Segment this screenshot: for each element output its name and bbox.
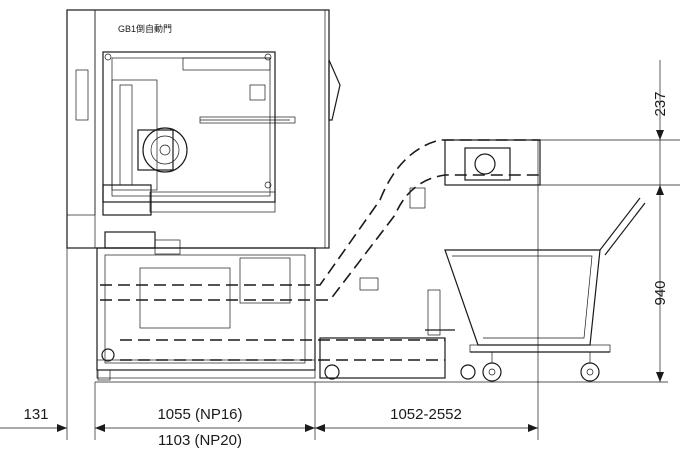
chip-cart — [444, 197, 646, 382]
dim-base-np16: 1055 (NP16) — [157, 406, 242, 423]
dim-conveyor-span: 1052-2552 — [390, 406, 462, 423]
vertical-dimensions — [445, 60, 680, 382]
machine-label: GB1倒自動門 — [118, 23, 172, 34]
dim-base-np20: 1103 (NP20) — [158, 432, 242, 449]
machine-base — [96, 231, 340, 381]
horizontal-dimensions — [0, 140, 539, 440]
internal-frame — [102, 51, 296, 255]
dim-left-offset: 131 — [23, 406, 48, 423]
dim-discharge-height: 940 — [652, 280, 669, 305]
dim-top-clearance: 237 — [652, 91, 669, 116]
chip-conveyor — [100, 139, 541, 380]
